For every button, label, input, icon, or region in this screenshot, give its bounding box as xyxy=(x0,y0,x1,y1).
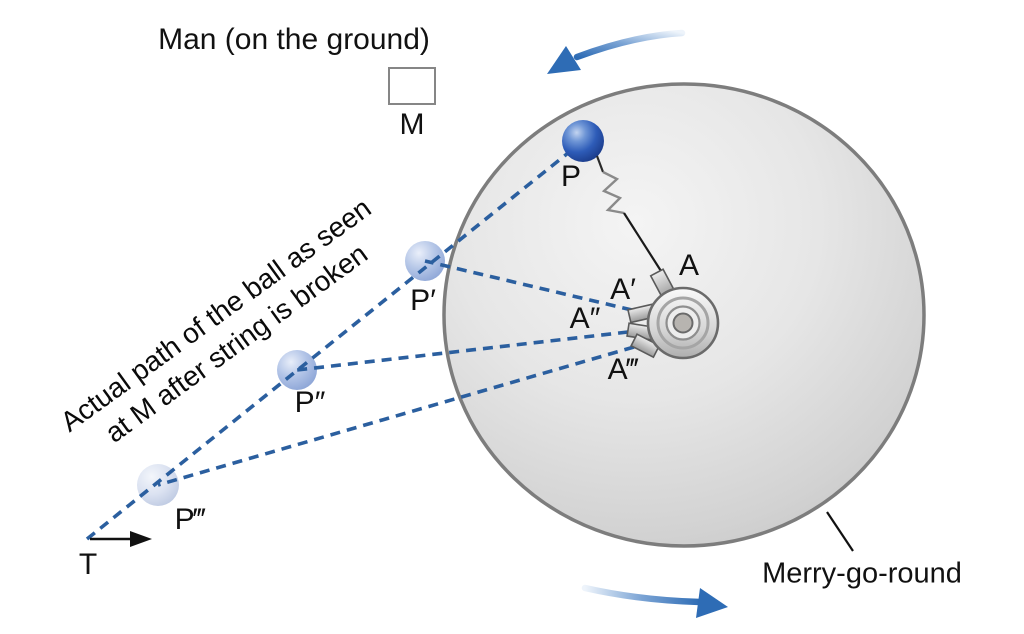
anchor-a-label: A xyxy=(678,249,700,282)
central-hub xyxy=(646,286,720,360)
rotation-arrow-top-icon xyxy=(547,29,686,74)
string-break-zigzag xyxy=(601,170,625,215)
string-segment-bottom xyxy=(623,212,662,272)
peg-a-triple-prime xyxy=(630,333,661,359)
sight-line-a-triple-prime xyxy=(157,345,635,487)
ball-p-triple-prime-label: P‴ xyxy=(174,503,206,536)
rotation-arrow-bottom-icon xyxy=(581,584,728,618)
ball-p-label: P xyxy=(560,160,582,193)
merry-go-round-leader-line xyxy=(826,511,854,552)
merry-go-round-label: Merry-go-round xyxy=(762,557,962,590)
string-segment-top xyxy=(595,155,605,173)
sight-line-a-prime xyxy=(424,259,633,312)
sight-line-a-double-prime xyxy=(296,330,629,372)
actual-path-line xyxy=(85,139,585,541)
velocity-arrow-icon xyxy=(90,531,152,547)
ball-p-prime-label: P′ xyxy=(410,284,436,317)
anchor-a-double-prime-label: A″ xyxy=(569,302,601,335)
observer-box xyxy=(388,67,436,105)
ball-p-double-prime xyxy=(277,350,317,390)
ball-p-double-prime-label: P″ xyxy=(294,386,326,419)
anchor-a-triple-prime-label: A‴ xyxy=(607,353,639,386)
tangent-point-label: T xyxy=(78,548,98,581)
anchor-a-prime-label: A′ xyxy=(610,273,636,306)
ball-p xyxy=(562,120,604,162)
observer-m-label: M xyxy=(399,108,425,141)
man-on-ground-label: Man (on the ground) xyxy=(158,23,430,56)
